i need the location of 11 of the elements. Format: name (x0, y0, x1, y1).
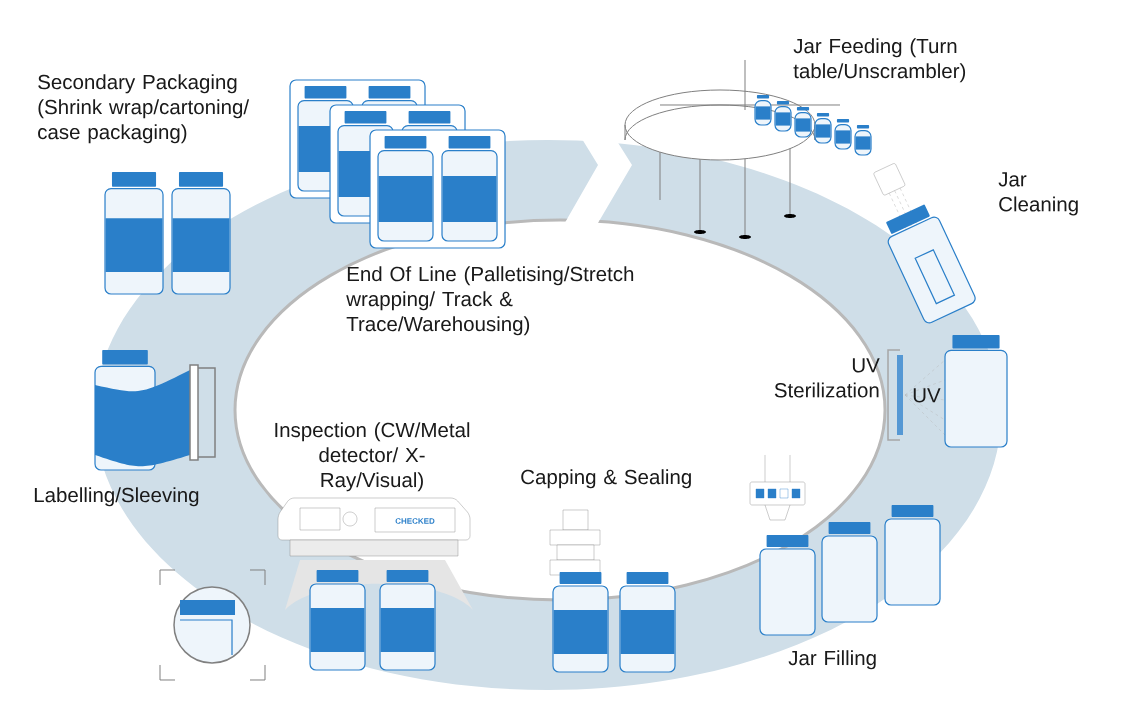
stage-label: Jar Filling (788, 650, 876, 670)
stage-label: Labelling/Sleeving (34, 487, 199, 507)
stage-label: Capping & Sealing (521, 469, 691, 489)
stage-label: End Of Line (Palletising/Stretch wrapping/ Track & Trace/Warehousing) (346, 266, 634, 336)
uv-label: UV (913, 388, 941, 403)
stage-label: UV Sterilization (774, 358, 880, 398)
screen-text: CHECKED (395, 518, 435, 524)
stage-label: Jar Cleaning (998, 172, 1078, 216)
stage-label: Jar Feeding (Turn table/Unscrambler) (793, 38, 966, 83)
stage-label: Inspection (CW/Metal detector/ X-Ray/Visual) (275, 422, 470, 492)
stage-label: Secondary Packaging (Shrink wrap/cartoning/ case packaging) (38, 74, 250, 144)
